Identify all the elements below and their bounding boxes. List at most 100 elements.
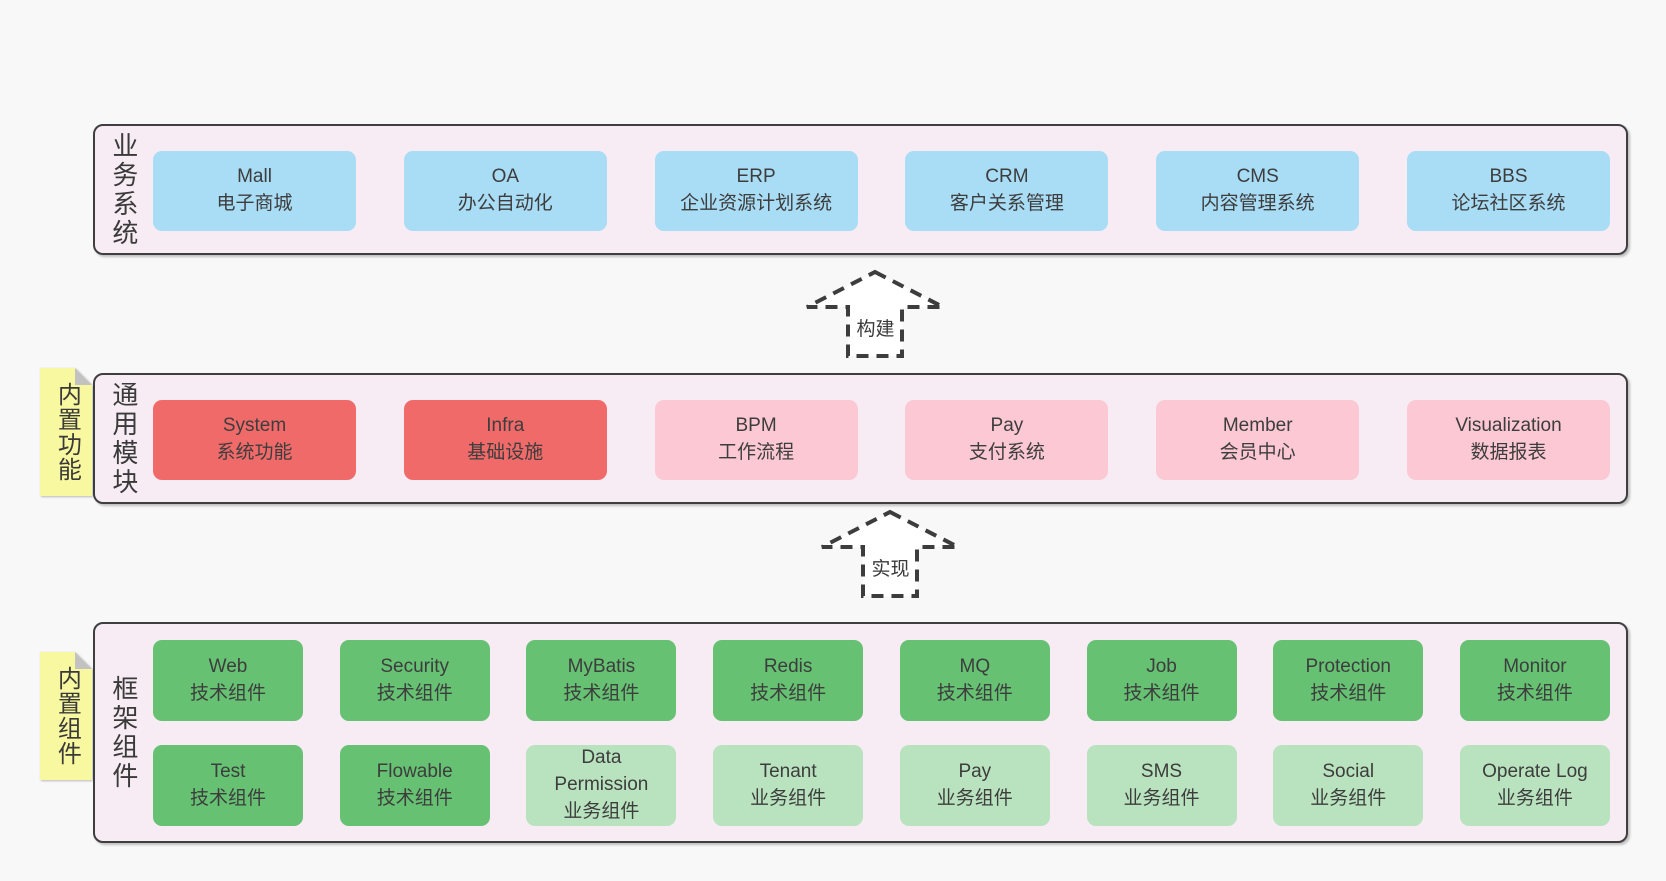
node-cms-desc: 内容管理系统 (1200, 193, 1315, 214)
build-arrow: 构建 (804, 268, 947, 360)
node-erp: ERP 企业资源计划系统 (654, 151, 858, 231)
node-job-name: Job (1146, 655, 1177, 677)
node-mq-desc: 技术组件 (936, 682, 1013, 704)
sticky-note-built-in-features: 内置功能 (40, 368, 92, 496)
node-data-permission-desc: 业务组件 (563, 800, 640, 822)
band-common-modules: 通用模块 System 系统功能 Infra 基础设施 BPM 工作流程 Pay… (93, 373, 1628, 504)
node-protection: Protection 技术组件 (1273, 640, 1424, 721)
node-pay-system-desc: 支付系统 (968, 442, 1045, 463)
node-flowable: Flowable 技术组件 (339, 745, 490, 826)
node-flowable-desc: 技术组件 (376, 787, 453, 809)
node-infra: Infra 基础设施 (403, 400, 607, 480)
node-mybatis: MyBatis 技术组件 (526, 640, 677, 721)
node-mall: Mall 电子商城 (153, 151, 356, 231)
node-security-desc: 技术组件 (376, 682, 453, 704)
node-mall-name: Mall (237, 166, 272, 188)
business-node-row: Mall 电子商城 OA 办公自动化 ERP 企业资源计划系统 CRM 客户关系… (153, 151, 1610, 231)
node-bbs-desc: 论坛社区系统 (1451, 193, 1566, 214)
components-node-row-1: Web 技术组件 Security 技术组件 MyBatis 技术组件 Redi… (153, 640, 1610, 721)
modules-node-row: System 系统功能 Infra 基础设施 BPM 工作流程 Pay 支付系统… (153, 400, 1610, 480)
node-tenant: Tenant 业务组件 (713, 745, 864, 826)
node-redis-desc: 技术组件 (750, 682, 827, 704)
node-mall-desc: 电子商城 (216, 193, 293, 214)
node-operate-log-desc: 业务组件 (1496, 787, 1573, 809)
node-job: Job 技术组件 (1086, 640, 1237, 721)
node-monitor: Monitor 技术组件 (1459, 640, 1610, 721)
node-bpm-desc: 工作流程 (718, 442, 795, 463)
node-member-name: Member (1222, 415, 1293, 437)
node-bpm: BPM 工作流程 (654, 400, 858, 480)
components-node-row-2: Test 技术组件 Flowable 技术组件 Data Permission … (153, 745, 1610, 826)
node-tenant-desc: 业务组件 (750, 787, 827, 809)
node-security: Security 技术组件 (339, 640, 490, 721)
node-test-name: Test (210, 760, 246, 782)
node-visualization-name: Visualization (1455, 415, 1562, 437)
implement-arrow-label: 实现 (868, 554, 913, 581)
node-web-desc: 技术组件 (189, 682, 266, 704)
node-pay-component-desc: 业务组件 (936, 787, 1013, 809)
node-sms: SMS 业务组件 (1086, 745, 1237, 826)
node-cms-name: CMS (1236, 166, 1279, 188)
implement-arrow: 实现 (819, 508, 962, 600)
node-test-desc: 技术组件 (189, 787, 266, 809)
node-operate-log: Operate Log 业务组件 (1459, 745, 1610, 826)
node-protection-desc: 技术组件 (1310, 682, 1387, 704)
sticky-note-label: 内置组件 (53, 666, 81, 766)
node-oa-desc: 办公自动化 (457, 193, 553, 214)
node-mq-name: MQ (959, 655, 991, 677)
band-modules-label: 通用模块 (108, 380, 139, 497)
node-social: Social 业务组件 (1273, 745, 1424, 826)
node-protection-name: Protection (1305, 655, 1391, 677)
node-mybatis-name: MyBatis (567, 655, 636, 677)
node-oa-name: OA (491, 166, 520, 188)
node-mq: MQ 技术组件 (899, 640, 1050, 721)
node-web: Web 技术组件 (153, 640, 303, 721)
node-redis-name: Redis (763, 655, 813, 677)
node-system-name: System (222, 415, 287, 437)
node-crm: CRM 客户关系管理 (905, 151, 1109, 231)
node-pay-system: Pay 支付系统 (905, 400, 1109, 480)
node-monitor-name: Monitor (1503, 655, 1567, 677)
node-tenant-name: Tenant (759, 760, 817, 782)
band-business-label: 业务系统 (108, 131, 139, 248)
node-member-desc: 会员中心 (1219, 442, 1296, 463)
node-bpm-name: BPM (735, 415, 777, 437)
node-infra-desc: 基础设施 (467, 442, 544, 463)
node-monitor-desc: 技术组件 (1496, 682, 1573, 704)
node-pay-system-name: Pay (990, 415, 1024, 437)
node-job-desc: 技术组件 (1123, 682, 1200, 704)
node-visualization: Visualization 数据报表 (1406, 400, 1610, 480)
node-mybatis-desc: 技术组件 (563, 682, 640, 704)
node-web-name: Web (208, 655, 248, 677)
node-system: System 系统功能 (153, 400, 356, 480)
sticky-note-paper (40, 368, 92, 496)
node-crm-name: CRM (985, 166, 1029, 188)
node-visualization-desc: 数据报表 (1470, 442, 1547, 463)
band-business-systems: 业务系统 Mall 电子商城 OA 办公自动化 ERP 企业资源计划系统 CRM… (93, 124, 1628, 255)
build-arrow-label: 构建 (853, 314, 898, 341)
sticky-note-label: 内置功能 (53, 382, 81, 482)
node-bbs-name: BBS (1489, 166, 1528, 188)
node-sms-name: SMS (1140, 760, 1183, 782)
node-redis: Redis 技术组件 (713, 640, 864, 721)
node-sms-desc: 业务组件 (1123, 787, 1200, 809)
node-erp-desc: 企业资源计划系统 (680, 193, 833, 214)
node-operate-log-name: Operate Log (1482, 760, 1588, 782)
node-social-name: Social (1322, 760, 1375, 782)
node-member: Member 会员中心 (1156, 400, 1360, 480)
sticky-note-paper (40, 652, 92, 780)
node-test: Test 技术组件 (153, 745, 303, 826)
node-oa: OA 办公自动化 (403, 151, 607, 231)
node-flowable-name: Flowable (376, 760, 453, 782)
band-components-label: 框架组件 (108, 674, 139, 791)
node-pay-component-name: Pay (958, 760, 992, 782)
node-system-desc: 系统功能 (216, 442, 293, 463)
node-data-permission: Data Permission 业务组件 (526, 745, 677, 826)
node-security-name: Security (380, 655, 450, 677)
node-social-desc: 业务组件 (1310, 787, 1387, 809)
band-framework-components: 框架组件 Web 技术组件 Security 技术组件 MyBatis 技术组件… (93, 622, 1628, 843)
node-data-permission-name: Data Permission (554, 747, 649, 796)
node-erp-name: ERP (736, 166, 776, 188)
node-cms: CMS 内容管理系统 (1156, 151, 1360, 231)
